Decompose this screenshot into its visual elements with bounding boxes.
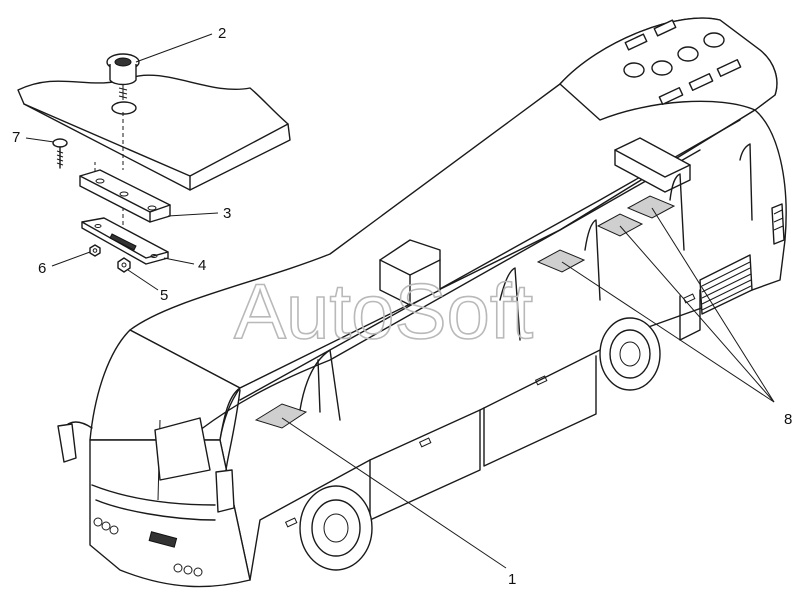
mirror-left	[57, 421, 93, 463]
nut-6	[89, 244, 101, 257]
callout-4: 4	[198, 257, 206, 274]
callout-8: 8	[784, 411, 792, 428]
luggage-doors	[284, 289, 701, 528]
plate-4	[81, 217, 169, 265]
window-pillars	[299, 143, 753, 421]
nut-5	[117, 257, 131, 273]
screw-7	[52, 138, 68, 169]
leader-lines-bus	[281, 207, 775, 569]
detail-inset	[17, 33, 291, 291]
callout-1: 1	[508, 571, 516, 588]
watermark-text: AutoSoft	[234, 267, 534, 355]
leader-lines-detail	[25, 33, 219, 291]
roof-vents	[623, 19, 742, 105]
lock-knob	[106, 53, 140, 100]
callout-7: 7	[12, 129, 20, 146]
callout-6: 6	[38, 260, 46, 277]
callout-3: 3	[223, 205, 231, 222]
rear-grille	[699, 203, 785, 315]
rear-wheel	[599, 317, 661, 391]
headlights	[93, 517, 203, 577]
mirror-right	[215, 389, 241, 513]
bus	[57, 17, 787, 588]
roof-hatch-panels	[254, 195, 676, 429]
callout-5: 5	[160, 287, 168, 304]
front-wheel	[299, 485, 373, 571]
plate-3	[79, 169, 171, 223]
callout-labels: 1 2 3 4 5 6 7 8	[12, 25, 792, 588]
bus-front	[89, 439, 251, 588]
callout-2: 2	[218, 25, 226, 42]
roof-panel	[17, 74, 291, 191]
